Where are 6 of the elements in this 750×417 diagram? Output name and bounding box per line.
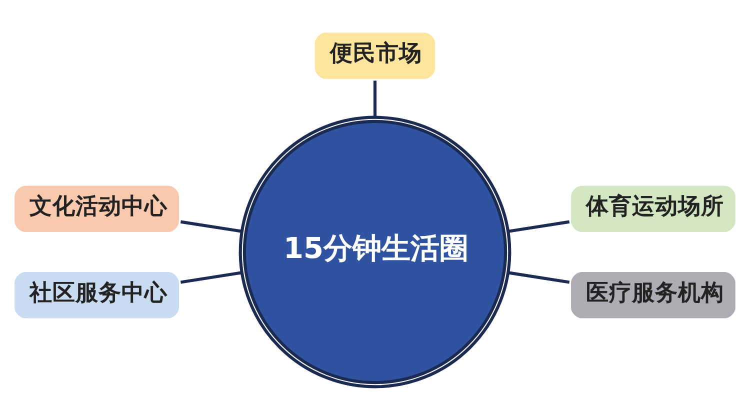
connector <box>373 80 377 117</box>
connector <box>180 220 242 232</box>
connector <box>180 270 242 284</box>
connector <box>508 220 570 232</box>
connector <box>508 270 570 284</box>
node-circle: 15分钟生活圈 <box>238 115 512 388</box>
